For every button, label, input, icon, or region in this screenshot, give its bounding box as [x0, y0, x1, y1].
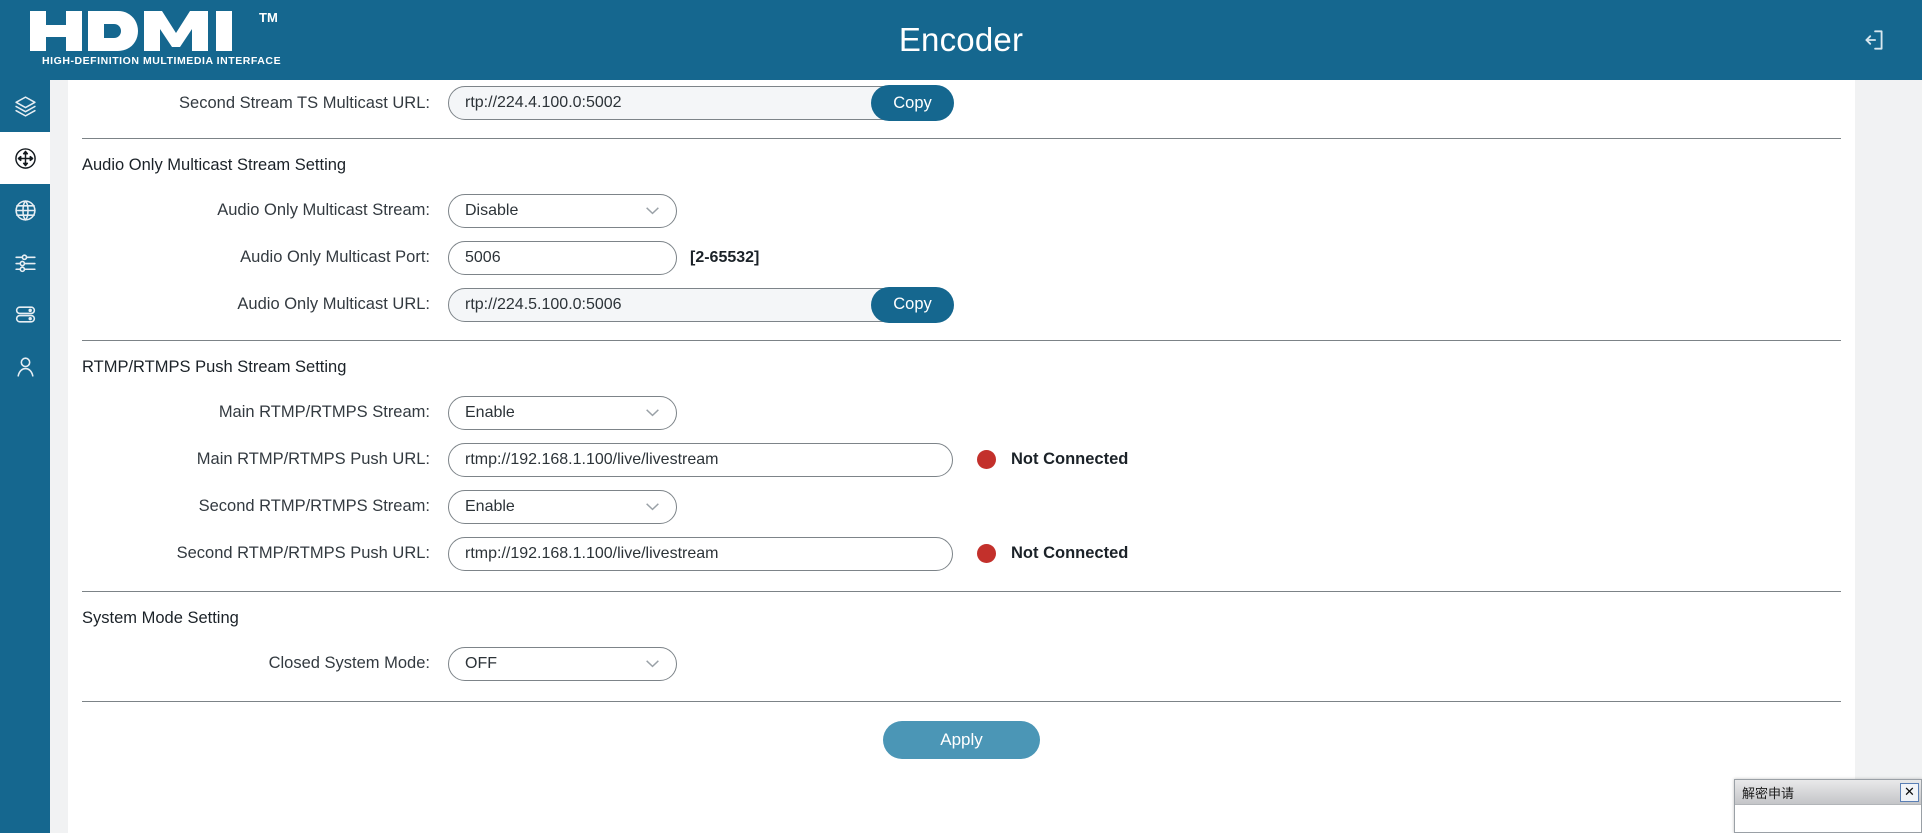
row-label: Second Stream TS Multicast URL: [179, 93, 430, 112]
hdmi-logo-tagline: HIGH-DEFINITION MULTIMEDIA INTERFACE [42, 55, 282, 67]
app-header: TM HIGH-DEFINITION MULTIMEDIA INTERFACE … [0, 0, 1922, 80]
row-label: Audio Only Multicast Stream: [217, 201, 430, 219]
sidebar-item-stream[interactable] [0, 132, 50, 184]
divider [82, 701, 1841, 702]
decrypt-request-popup: 解密申请 ✕ [1734, 779, 1922, 833]
sliders-icon [14, 253, 36, 272]
audio-only-multicast-url-input[interactable]: rtp://224.5.100.0:5006 [448, 287, 953, 322]
url-field-wrap: rtp://224.4.100.0:5002 Copy [448, 85, 954, 121]
section-title-system-mode: System Mode Setting [82, 609, 239, 627]
second-rtmp-push-url-input[interactable]: rtmp://192.168.1.100/live/livestream [448, 536, 953, 571]
settings-panel: Second Stream TS Multicast URL: rtp://22… [68, 80, 1855, 833]
globe-icon [14, 199, 36, 221]
second-rtmp-status: Not Connected [977, 544, 1128, 563]
closed-system-mode-select[interactable]: OFF [448, 646, 677, 681]
select-value: OFF [465, 654, 497, 672]
row-label: Main RTMP/RTMPS Stream: [218, 403, 430, 421]
close-icon[interactable]: ✕ [1900, 782, 1919, 802]
row-second-rtmp-stream: Second RTMP/RTMPS Stream: Enable [68, 483, 1855, 530]
copy-button-second-stream-ts[interactable]: Copy [871, 85, 954, 121]
sidebar-item-settings[interactable] [0, 236, 50, 288]
popup-titlebar: 解密申请 ✕ [1735, 780, 1921, 805]
audio-only-multicast-port-input[interactable]: 5006 [448, 240, 677, 275]
row-second-stream-ts-multicast-url: Second Stream TS Multicast URL: rtp://22… [68, 80, 1855, 126]
main-rtmp-push-url-input[interactable]: rtmp://192.168.1.100/live/livestream [448, 442, 953, 477]
hdmi-logo: TM HIGH-DEFINITION MULTIMEDIA INTERFACE [30, 4, 290, 72]
row-label: Audio Only Multicast URL: [237, 295, 430, 313]
sidebar-item-layers[interactable] [0, 80, 50, 132]
chevron-down-icon [646, 660, 659, 668]
status-indicator-dot [977, 450, 996, 469]
section-title-audio-only: Audio Only Multicast Stream Setting [82, 156, 347, 174]
row-label: Audio Only Multicast Port: [240, 248, 430, 266]
user-icon [16, 356, 34, 377]
server-stack-icon [15, 305, 35, 323]
status-badge: Not Connected [1011, 544, 1129, 562]
audio-only-multicast-stream-select[interactable]: Disable [448, 193, 677, 228]
apply-button[interactable]: Apply [883, 721, 1040, 759]
page-title: Encoder [898, 21, 1024, 58]
divider [82, 340, 1841, 341]
main-rtmp-stream-select[interactable]: Enable [448, 395, 677, 430]
row-audio-only-multicast-port: Audio Only Multicast Port: 5006 [2-65532… [68, 234, 1855, 281]
chevron-down-icon [646, 503, 659, 511]
status-indicator-dot [977, 544, 996, 563]
port-range-hint: [2-65532] [690, 248, 760, 266]
copy-button-audio-only-url[interactable]: Copy [871, 286, 954, 323]
divider [82, 138, 1841, 139]
move-crosshair-icon [14, 147, 36, 169]
select-value: Disable [465, 201, 519, 219]
hdmi-logo-letters [30, 11, 232, 51]
row-audio-only-multicast-url: Audio Only Multicast URL: rtp://224.5.10… [68, 281, 1855, 328]
sidebar-item-storage[interactable] [0, 288, 50, 340]
popup-body [1735, 805, 1921, 832]
select-value: Enable [465, 403, 515, 421]
layers-icon [14, 95, 36, 117]
row-label: Second RTMP/RTMPS Push URL: [176, 544, 430, 562]
row-audio-only-multicast-stream: Audio Only Multicast Stream: Disable [68, 187, 1855, 234]
row-label: Main RTMP/RTMPS Push URL: [196, 450, 430, 468]
main-rtmp-status: Not Connected [977, 450, 1128, 469]
hdmi-logo-tm: TM [259, 10, 278, 25]
row-main-rtmp-stream: Main RTMP/RTMPS Stream: Enable [68, 389, 1855, 436]
row-label: Second RTMP/RTMPS Stream: [198, 497, 430, 515]
popup-title: 解密申请 [1742, 786, 1795, 802]
apply-row: Apply [68, 702, 1855, 759]
second-stream-ts-multicast-url-input[interactable]: rtp://224.4.100.0:5002 [448, 86, 953, 120]
chevron-down-icon [646, 409, 659, 417]
sidebar-item-network[interactable] [0, 184, 50, 236]
divider [82, 591, 1841, 592]
sidebar-item-user[interactable] [0, 340, 50, 392]
chevron-down-icon [646, 207, 659, 215]
row-closed-system-mode: Closed System Mode: OFF [68, 640, 1855, 687]
status-badge: Not Connected [1011, 450, 1129, 468]
section-title-rtmp: RTMP/RTMPS Push Stream Setting [82, 358, 347, 376]
select-value: Enable [465, 497, 515, 515]
logout-icon [1865, 30, 1883, 50]
logout-button[interactable] [1854, 20, 1894, 60]
second-rtmp-stream-select[interactable]: Enable [448, 489, 677, 524]
url-field-wrap: rtp://224.5.100.0:5006 Copy [448, 286, 954, 323]
row-main-rtmp-push-url: Main RTMP/RTMPS Push URL: rtmp://192.168… [68, 436, 1855, 483]
settings-rows: Second Stream TS Multicast URL: rtp://22… [68, 80, 1855, 759]
row-label: Closed System Mode: [268, 654, 430, 672]
row-second-rtmp-push-url: Second RTMP/RTMPS Push URL: rtmp://192.1… [68, 530, 1855, 577]
hdmi-logo-wordmark: TM [30, 9, 290, 53]
sidebar [0, 80, 50, 833]
